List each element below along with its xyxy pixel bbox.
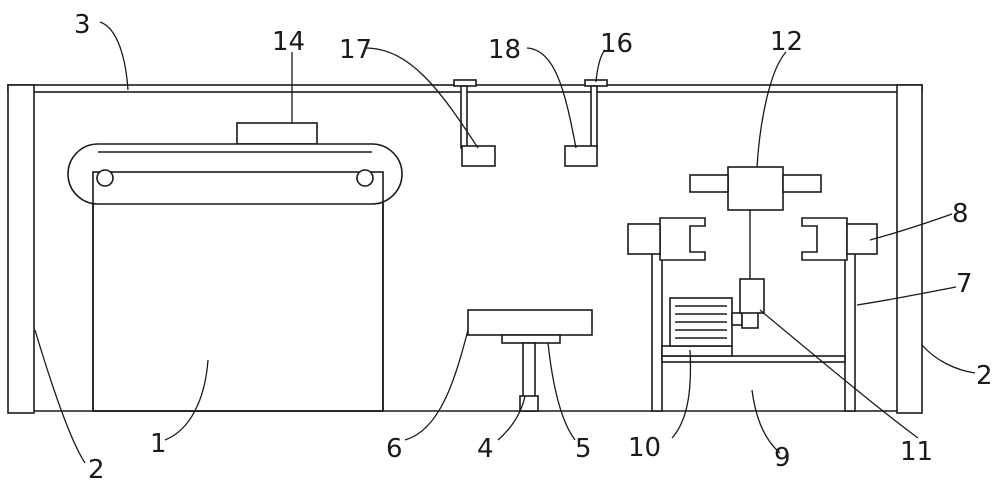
right-clamp: [801, 217, 848, 261]
left-post: [7, 84, 35, 414]
upper-hub: [727, 166, 784, 211]
sensor-18: [564, 79, 608, 167]
right-unit: [627, 166, 878, 412]
label-4: 4: [477, 434, 494, 464]
leader-8: [869, 213, 953, 241]
leader-4: [497, 395, 526, 441]
leader-12: [756, 51, 787, 168]
leader-11: [759, 309, 919, 439]
left-clamp: [659, 217, 706, 261]
label-3: 3: [74, 10, 91, 40]
label-12: 12: [770, 27, 803, 57]
leader-9: [751, 389, 781, 454]
leader-6: [404, 329, 469, 441]
shaft-coupling: [741, 311, 759, 329]
sensor-17: [453, 79, 496, 167]
label-10: 10: [628, 433, 661, 463]
leader-3: [99, 21, 129, 91]
leader-10: [671, 349, 692, 439]
label-17: 17: [339, 35, 372, 65]
label-9: 9: [774, 443, 791, 473]
stand-left-leg: [651, 251, 663, 412]
motor-shaft: [731, 312, 743, 326]
sensor-rod-18: [590, 85, 598, 149]
center-table: [467, 309, 593, 412]
sensor-mount-17: [453, 79, 477, 87]
leader-7: [856, 286, 957, 306]
left-roller: [96, 169, 114, 187]
label-6: 6: [386, 434, 403, 464]
label-2-right: 2: [976, 361, 993, 391]
label-2-left: 2: [88, 455, 105, 485]
upper-arm-left: [689, 174, 729, 193]
left-clamp-block: [627, 223, 661, 255]
label-1: 1: [150, 429, 167, 459]
label-5: 5: [575, 434, 592, 464]
right-roller: [356, 169, 374, 187]
top-block: [236, 122, 318, 145]
leader-lines: [34, 21, 976, 464]
label-18: 18: [488, 35, 521, 65]
sensor-head-17: [461, 145, 496, 167]
label-16: 16: [600, 29, 633, 59]
sensor-head-18: [564, 145, 598, 167]
leader-17: [364, 47, 479, 149]
leader-18: [526, 47, 577, 149]
drive-block: [739, 278, 765, 314]
main-cabinet: [92, 171, 384, 412]
label-8: 8: [952, 199, 969, 229]
leader-2-right: [921, 344, 976, 374]
table-plate: [501, 334, 561, 344]
motor-base: [661, 345, 733, 357]
stand-shelf: [661, 355, 846, 363]
table-top: [467, 309, 593, 336]
sensor-rod-17: [460, 85, 468, 149]
cabinet-outline: [92, 171, 384, 412]
leader-1: [164, 359, 209, 441]
upper-arm-right: [782, 174, 822, 193]
label-11: 11: [900, 437, 933, 467]
part-labels: 3 14 17 18 16 12 8 7 2 11 9 10 5 4 6 1 2: [74, 10, 993, 485]
leader-16: [595, 49, 606, 83]
leader-5: [547, 342, 576, 441]
left-unit: [67, 122, 403, 412]
right-post: [896, 84, 923, 414]
leader-2-left: [34, 329, 86, 464]
label-14: 14: [272, 27, 305, 57]
label-7: 7: [956, 269, 973, 299]
